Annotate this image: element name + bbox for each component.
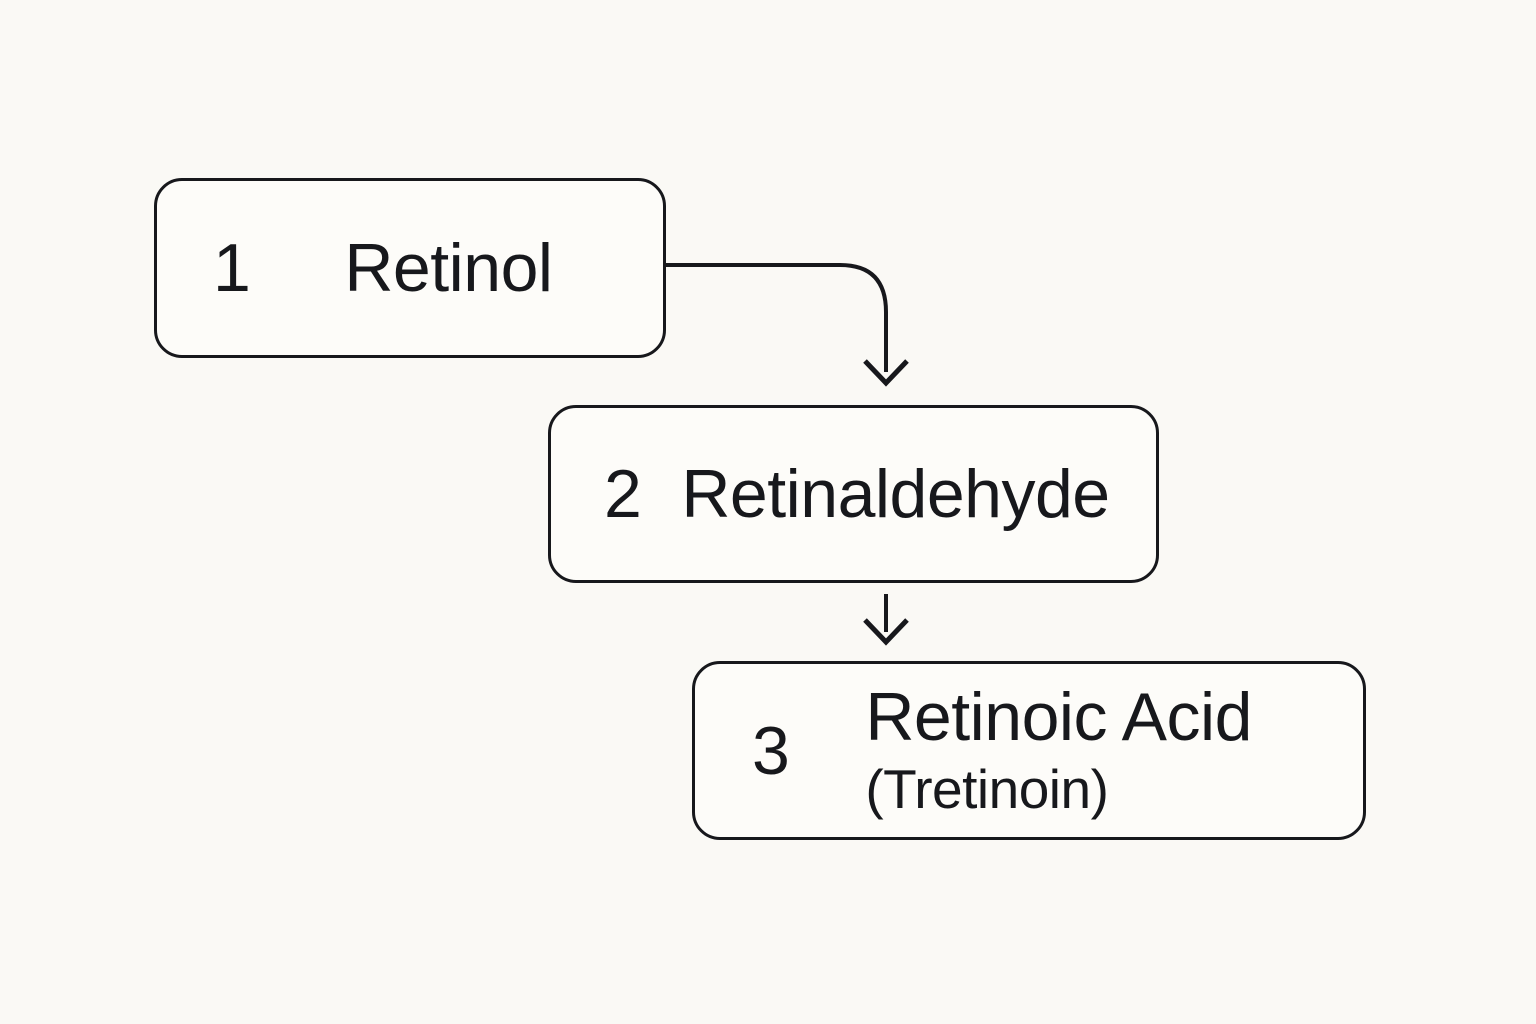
node-retinol: 1 Retinol <box>154 178 666 358</box>
node-sublabel: (Tretinoin) <box>865 757 1109 820</box>
node-label: Retinol <box>344 230 553 306</box>
step-number: 3 <box>752 712 790 789</box>
node-retinoic-acid: 3 Retinoic Acid (Tretinoin) <box>692 661 1366 840</box>
arrow-retinaldehyde-to-retinoic-acid <box>863 594 909 646</box>
node-label: Retinoic Acid <box>865 678 1252 755</box>
arrow-elbow-line <box>666 263 888 372</box>
node-retinaldehyde: 2 Retinaldehyde <box>548 405 1159 583</box>
arrow-down-chevron-icon <box>863 359 909 387</box>
arrow-down-chevron-icon <box>863 618 909 646</box>
arrow-retinol-to-retinaldehyde <box>666 263 909 387</box>
node-label-block: Retinoic Acid (Tretinoin) <box>865 678 1252 820</box>
step-number: 2 <box>604 456 642 532</box>
node-label: Retinaldehyde <box>681 456 1110 532</box>
step-number: 1 <box>213 230 251 306</box>
